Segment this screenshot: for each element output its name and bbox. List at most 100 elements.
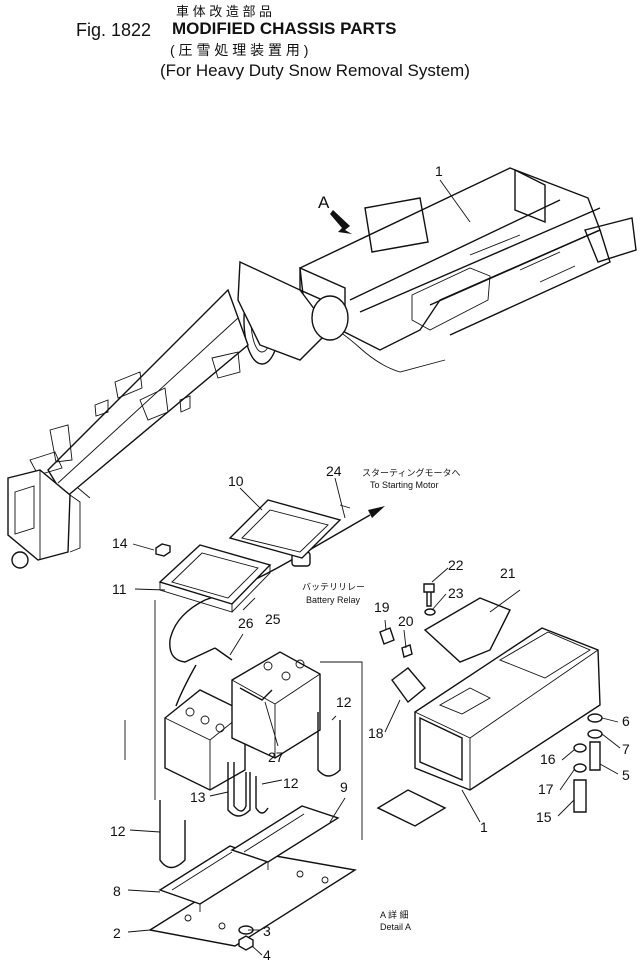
detail-a-box (376, 583, 603, 827)
part-number-2: 2 (113, 925, 121, 941)
lower-tray-detail (171, 813, 305, 912)
part-number-19: 19 (374, 599, 390, 615)
u-bolt-12-right (317, 712, 341, 777)
front-boom-edge (57, 317, 239, 484)
part-number-1-lower: 1 (480, 819, 488, 835)
part-number-12a: 12 (336, 694, 352, 710)
part-number-20: 20 (398, 613, 414, 629)
battery-left-cap (215, 723, 225, 733)
batteries (164, 651, 321, 791)
front-end-plate-detail (14, 470, 91, 560)
bolt-5 (589, 741, 601, 771)
callouts: スターティングモータへ To Starting Motor バッテリリレー Ba… (302, 467, 460, 932)
base-hole (218, 922, 226, 930)
bolt-15 (573, 779, 587, 813)
part-number-7: 7 (622, 741, 630, 757)
battery-trays (155, 499, 342, 613)
battery-left-cap (185, 707, 195, 717)
part-number-25: 25 (265, 611, 281, 627)
leader-lines (127, 179, 621, 956)
part-number-12b: 12 (283, 775, 299, 791)
part-number-1: 1 (435, 163, 443, 179)
leader-frame-box (124, 600, 363, 840)
battery-cable-26 (175, 647, 233, 707)
battery-right-cap (281, 671, 291, 681)
figure-number: Fig. 1822 (76, 20, 151, 40)
part-number-26: 26 (238, 615, 254, 631)
detail-label: Detail A (380, 922, 411, 932)
washer-16 (573, 743, 587, 753)
part-number-18: 18 (368, 725, 384, 741)
box-frame-edge (414, 649, 599, 790)
part-numbers: 1 10 24 14 11 25 26 27 12 12 13 12 9 8 2… (110, 163, 630, 962)
box-floor-plate (376, 789, 447, 827)
battery-relay-label-jp: バッテリリレー (302, 582, 365, 592)
boom-bracket-b (29, 351, 241, 476)
part-number-21: 21 (500, 565, 516, 581)
pivot-housing (237, 260, 331, 361)
bolt-19 (379, 627, 395, 645)
part-number-4: 4 (263, 947, 271, 962)
part-number-23: 23 (448, 585, 464, 601)
subtitle: (For Heavy Duty Snow Removal System) (160, 61, 470, 80)
part-number-5: 5 (622, 767, 630, 783)
battery-tray-10-inner (241, 509, 329, 553)
page-title: MODIFIED CHASSIS PARTS (172, 19, 396, 38)
header: 車 体 改 造 部 品 Fig. 1822 MODIFIED CHASSIS P… (76, 4, 470, 80)
washer-17 (573, 763, 587, 773)
box-top-opening (438, 631, 591, 715)
detail-label-jp: A 詳 細 (380, 909, 409, 920)
cover-plate-21 (423, 597, 511, 663)
part-number-14: 14 (112, 535, 128, 551)
battery-tray-11-base (159, 565, 271, 613)
part-number-27: 27 (268, 749, 284, 765)
part-number-9: 9 (340, 779, 348, 795)
jp-subtitle: ( 圧 雪 処 理 装 置 用 ) (170, 42, 308, 58)
battery-left-cap (200, 715, 210, 725)
washer-6 (587, 713, 603, 723)
u-bolt-13 (227, 762, 251, 817)
battery-right-edge (231, 673, 321, 758)
part-number-8: 8 (113, 883, 121, 899)
lower-tray-9 (230, 805, 340, 863)
battery-link-27 (239, 687, 273, 701)
part-number-6: 6 (622, 713, 630, 729)
starting-motor-label: To Starting Motor (370, 480, 439, 490)
battery-right-cap (295, 659, 305, 669)
nut-14 (155, 543, 171, 557)
nut-20 (401, 644, 413, 658)
main-chassis-frame: A (7, 167, 637, 569)
battery-relay-label: Battery Relay (306, 595, 361, 605)
front-roller (11, 551, 29, 569)
bolt-22 (423, 583, 435, 607)
nut-4 (238, 935, 254, 951)
battery-tray-10 (228, 499, 342, 559)
u-bolt-12-left (159, 800, 186, 869)
part-number-11: 11 (112, 581, 127, 597)
starting-motor-label-jp: スターティングモータへ (362, 467, 460, 478)
washer-7 (587, 729, 603, 739)
part-number-3: 3 (263, 923, 271, 939)
washer-23 (424, 608, 436, 616)
cover-plate-18 (391, 667, 426, 704)
view-marker: A (318, 193, 330, 212)
battery-left (164, 689, 246, 791)
base-hole (321, 876, 329, 884)
cable-arrow-icon (368, 506, 385, 518)
view-arrow-icon (330, 210, 352, 234)
boom-bracket-a (94, 371, 191, 421)
u-bolts (124, 600, 363, 869)
part-number-10: 10 (228, 473, 244, 489)
part-number-12c: 12 (110, 823, 126, 839)
battery-tray-11-inner (171, 552, 259, 599)
rear-frame-box (514, 168, 637, 263)
box-open-end (419, 716, 463, 782)
part-number-17: 17 (538, 781, 554, 797)
battery-right-cap (263, 661, 273, 671)
battery-right (231, 651, 321, 759)
part-number-22: 22 (448, 557, 464, 573)
base-assembly (148, 805, 357, 951)
u-bolt-12-mid (255, 776, 269, 814)
part-number-24: 24 (326, 463, 342, 479)
